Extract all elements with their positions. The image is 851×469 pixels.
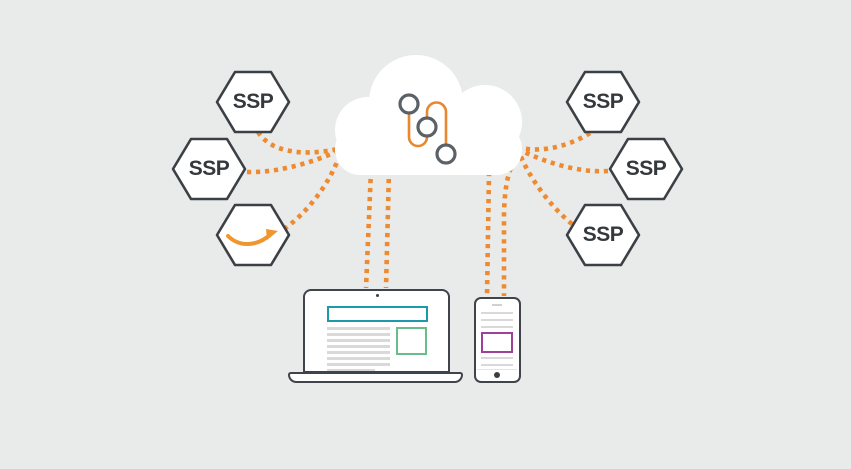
text-line bbox=[327, 327, 390, 330]
link-cloud-laptop-1 bbox=[363, 169, 374, 289]
link-amazon-cloud bbox=[282, 153, 343, 231]
text-line bbox=[327, 362, 390, 366]
amazon-node bbox=[215, 203, 291, 267]
text-line bbox=[481, 319, 513, 322]
ssp-label: SSP bbox=[625, 157, 667, 180]
text-line bbox=[481, 364, 513, 367]
hexagon-shape bbox=[215, 203, 291, 267]
link-ssp-right-bottom-cloud bbox=[516, 151, 574, 226]
link-ssp-right-middle-cloud bbox=[516, 146, 609, 174]
ssp-node-right-top: SSP bbox=[565, 70, 641, 134]
phone-speaker-line bbox=[492, 304, 502, 306]
text-line bbox=[481, 312, 513, 315]
laptop-base bbox=[288, 372, 463, 383]
laptop-camera-dot bbox=[376, 294, 379, 297]
laptop-text-lines bbox=[327, 327, 390, 375]
ssp-node-left-top: SSP bbox=[215, 70, 291, 134]
laptop-screen bbox=[303, 289, 450, 373]
text-line bbox=[481, 357, 513, 360]
cloud-base bbox=[335, 124, 522, 175]
text-line bbox=[327, 356, 390, 360]
phone bbox=[474, 297, 521, 383]
amazon-smile-icon bbox=[226, 229, 278, 246]
ssp-node-right-middle: SSP bbox=[608, 137, 684, 201]
phone-ad-banner-placeholder bbox=[481, 332, 513, 353]
laptop-ad-panel-placeholder bbox=[396, 327, 427, 355]
text-line bbox=[327, 338, 390, 342]
phone-home-button bbox=[494, 372, 500, 378]
link-ssp-right-top-cloud bbox=[517, 131, 592, 152]
hexagon-shape bbox=[608, 137, 684, 201]
workflow-path-icon bbox=[398, 93, 457, 165]
node-circle-top bbox=[398, 93, 420, 115]
text-line bbox=[327, 368, 375, 372]
text-line bbox=[327, 344, 390, 348]
link-ssp-left-top-cloud bbox=[256, 130, 339, 155]
hexagon-shape bbox=[565, 203, 641, 267]
text-line bbox=[481, 326, 513, 329]
hexagon-shape bbox=[171, 137, 247, 201]
ssp-label: SSP bbox=[582, 90, 624, 113]
ssp-label: SSP bbox=[188, 157, 230, 180]
link-cloud-laptop-2 bbox=[383, 169, 392, 289]
ssp-node-left-middle: SSP bbox=[171, 137, 247, 201]
laptop-banner-placeholder bbox=[327, 306, 428, 322]
link-ssp-left-middle-cloud bbox=[246, 148, 339, 175]
node-circle-middle bbox=[416, 116, 438, 138]
hexagon-shape bbox=[215, 70, 291, 134]
ssp-node-right-bottom: SSP bbox=[565, 203, 641, 267]
ssp-label: SSP bbox=[582, 223, 624, 246]
link-cloud-phone-1 bbox=[484, 171, 492, 297]
phone-bezel-divider bbox=[477, 369, 517, 371]
node-circle-bottom bbox=[435, 143, 457, 165]
hexagon-shape bbox=[565, 70, 641, 134]
ssp-label: SSP bbox=[232, 90, 274, 113]
text-line bbox=[327, 332, 390, 336]
text-line bbox=[327, 350, 390, 354]
